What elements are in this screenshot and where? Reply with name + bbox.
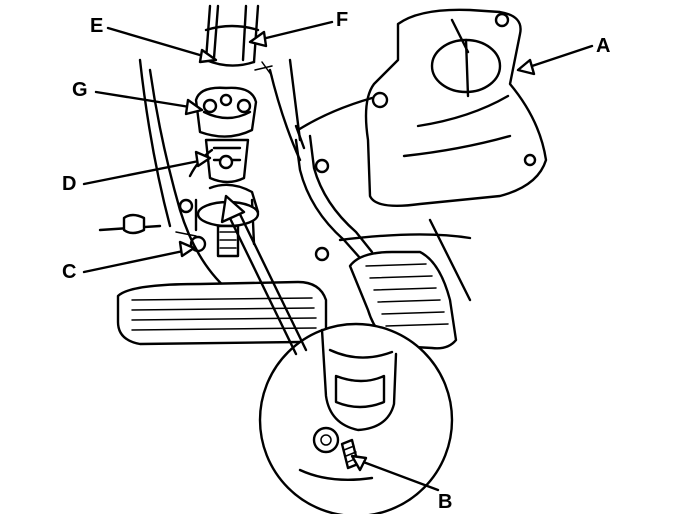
detail-magnifier xyxy=(258,322,454,514)
callout-a: A xyxy=(596,35,611,57)
callout-f: F xyxy=(336,9,349,31)
callout-b: B xyxy=(438,491,453,513)
foot-rest xyxy=(116,280,328,346)
callout-d: D xyxy=(62,173,77,195)
callout-c: C xyxy=(62,261,77,283)
leader-lines xyxy=(82,20,594,492)
cover-part-a xyxy=(294,8,548,207)
callout-g: G xyxy=(72,79,88,101)
callout-e: E xyxy=(90,15,104,37)
universal-joint xyxy=(188,86,258,184)
